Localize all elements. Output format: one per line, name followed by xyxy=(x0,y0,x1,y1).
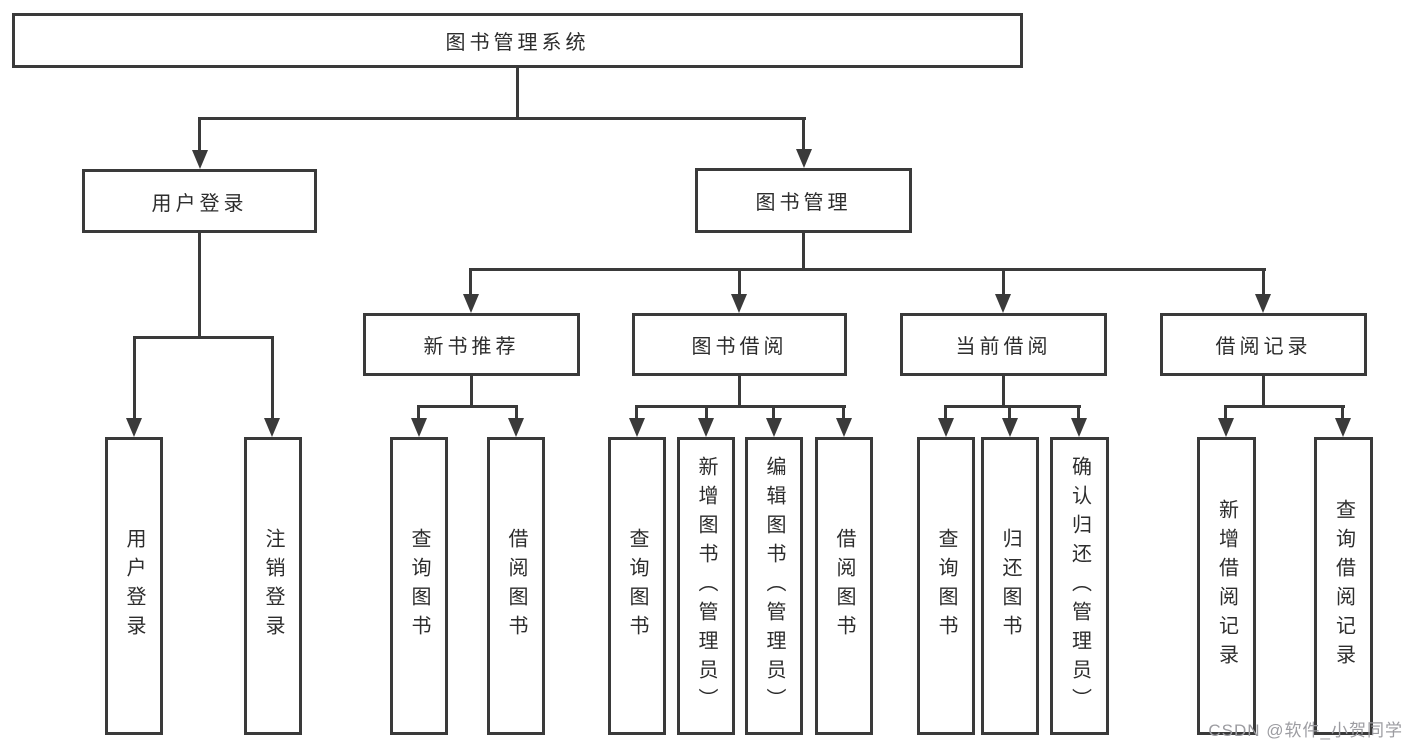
arrowhead xyxy=(508,418,524,437)
connector-line xyxy=(944,405,1081,408)
arrowhead xyxy=(698,418,714,437)
node-book-borrow: 图书借阅 xyxy=(632,313,847,376)
leaf-borrow-books: 借阅图书 xyxy=(815,437,873,735)
connector-line xyxy=(1008,405,1011,421)
connector-line xyxy=(1341,405,1344,421)
connector-line xyxy=(515,405,518,421)
leaf-logout: 注销登录 xyxy=(244,437,302,735)
arrowhead xyxy=(796,149,812,168)
connector-line xyxy=(470,376,473,407)
arrowhead xyxy=(1255,294,1271,313)
connector-line xyxy=(1262,268,1265,296)
leaf-return-books: 归还图书 xyxy=(981,437,1039,735)
connector-line xyxy=(738,376,741,407)
arrowhead xyxy=(995,294,1011,313)
arrowhead xyxy=(1002,418,1018,437)
connector-line xyxy=(705,405,708,421)
connector-line xyxy=(198,117,201,152)
arrowhead xyxy=(836,418,852,437)
connector-line xyxy=(1224,405,1345,408)
node-borrow-records: 借阅记录 xyxy=(1160,313,1367,376)
arrowhead xyxy=(1218,418,1234,437)
connector-line xyxy=(417,405,518,408)
leaf-edit-books-admin: 编辑图书（管理员） xyxy=(745,437,803,735)
arrowhead xyxy=(938,418,954,437)
leaf-confirm-return-admin: 确认归还（管理员） xyxy=(1050,437,1109,735)
connector-line xyxy=(802,233,805,271)
leaf-user-login: 用户登录 xyxy=(105,437,163,735)
connector-line xyxy=(198,233,201,337)
arrowhead xyxy=(731,294,747,313)
connector-line xyxy=(635,405,638,421)
connector-line xyxy=(133,336,136,420)
arrowhead xyxy=(1071,418,1087,437)
connector-line xyxy=(417,405,420,421)
node-root: 图书管理系统 xyxy=(12,13,1023,68)
connector-line xyxy=(1002,376,1005,407)
connector-line xyxy=(842,405,845,421)
connector-line xyxy=(944,405,947,421)
connector-line xyxy=(802,117,805,151)
node-new-book-recommend: 新书推荐 xyxy=(363,313,580,376)
arrowhead xyxy=(766,418,782,437)
leaf-add-books-admin: 新增图书（管理员） xyxy=(677,437,735,735)
leaf-query-books-recommend: 查询图书 xyxy=(390,437,448,735)
arrowhead xyxy=(1335,418,1351,437)
connector-line xyxy=(1002,268,1005,296)
connector-line xyxy=(738,268,741,296)
connector-line xyxy=(1262,376,1265,407)
connector-line xyxy=(1224,405,1227,421)
watermark-text: CSDN @软件_小贺同学 xyxy=(1208,721,1403,740)
connector-line xyxy=(469,268,472,296)
connector-line xyxy=(271,336,274,420)
connector-line xyxy=(469,268,1266,271)
node-book-management: 图书管理 xyxy=(695,168,912,233)
arrowhead xyxy=(192,150,208,169)
node-user-login: 用户登录 xyxy=(82,169,317,233)
connector-line xyxy=(198,117,806,120)
arrowhead xyxy=(629,418,645,437)
connector-line xyxy=(133,336,274,339)
arrowhead xyxy=(463,294,479,313)
node-current-borrow: 当前借阅 xyxy=(900,313,1107,376)
leaf-query-borrow-record: 查询借阅记录 xyxy=(1314,437,1373,735)
arrowhead xyxy=(264,418,280,437)
connector-line xyxy=(1077,405,1080,421)
leaf-query-books-borrow: 查询图书 xyxy=(608,437,666,735)
arrowhead xyxy=(411,418,427,437)
leaf-query-books-current: 查询图书 xyxy=(917,437,975,735)
connector-line xyxy=(635,405,846,408)
connector-line xyxy=(516,68,519,119)
arrowhead xyxy=(126,418,142,437)
connector-line xyxy=(772,405,775,421)
leaf-borrow-books-recommend: 借阅图书 xyxy=(487,437,545,735)
leaf-add-borrow-record: 新增借阅记录 xyxy=(1197,437,1256,735)
